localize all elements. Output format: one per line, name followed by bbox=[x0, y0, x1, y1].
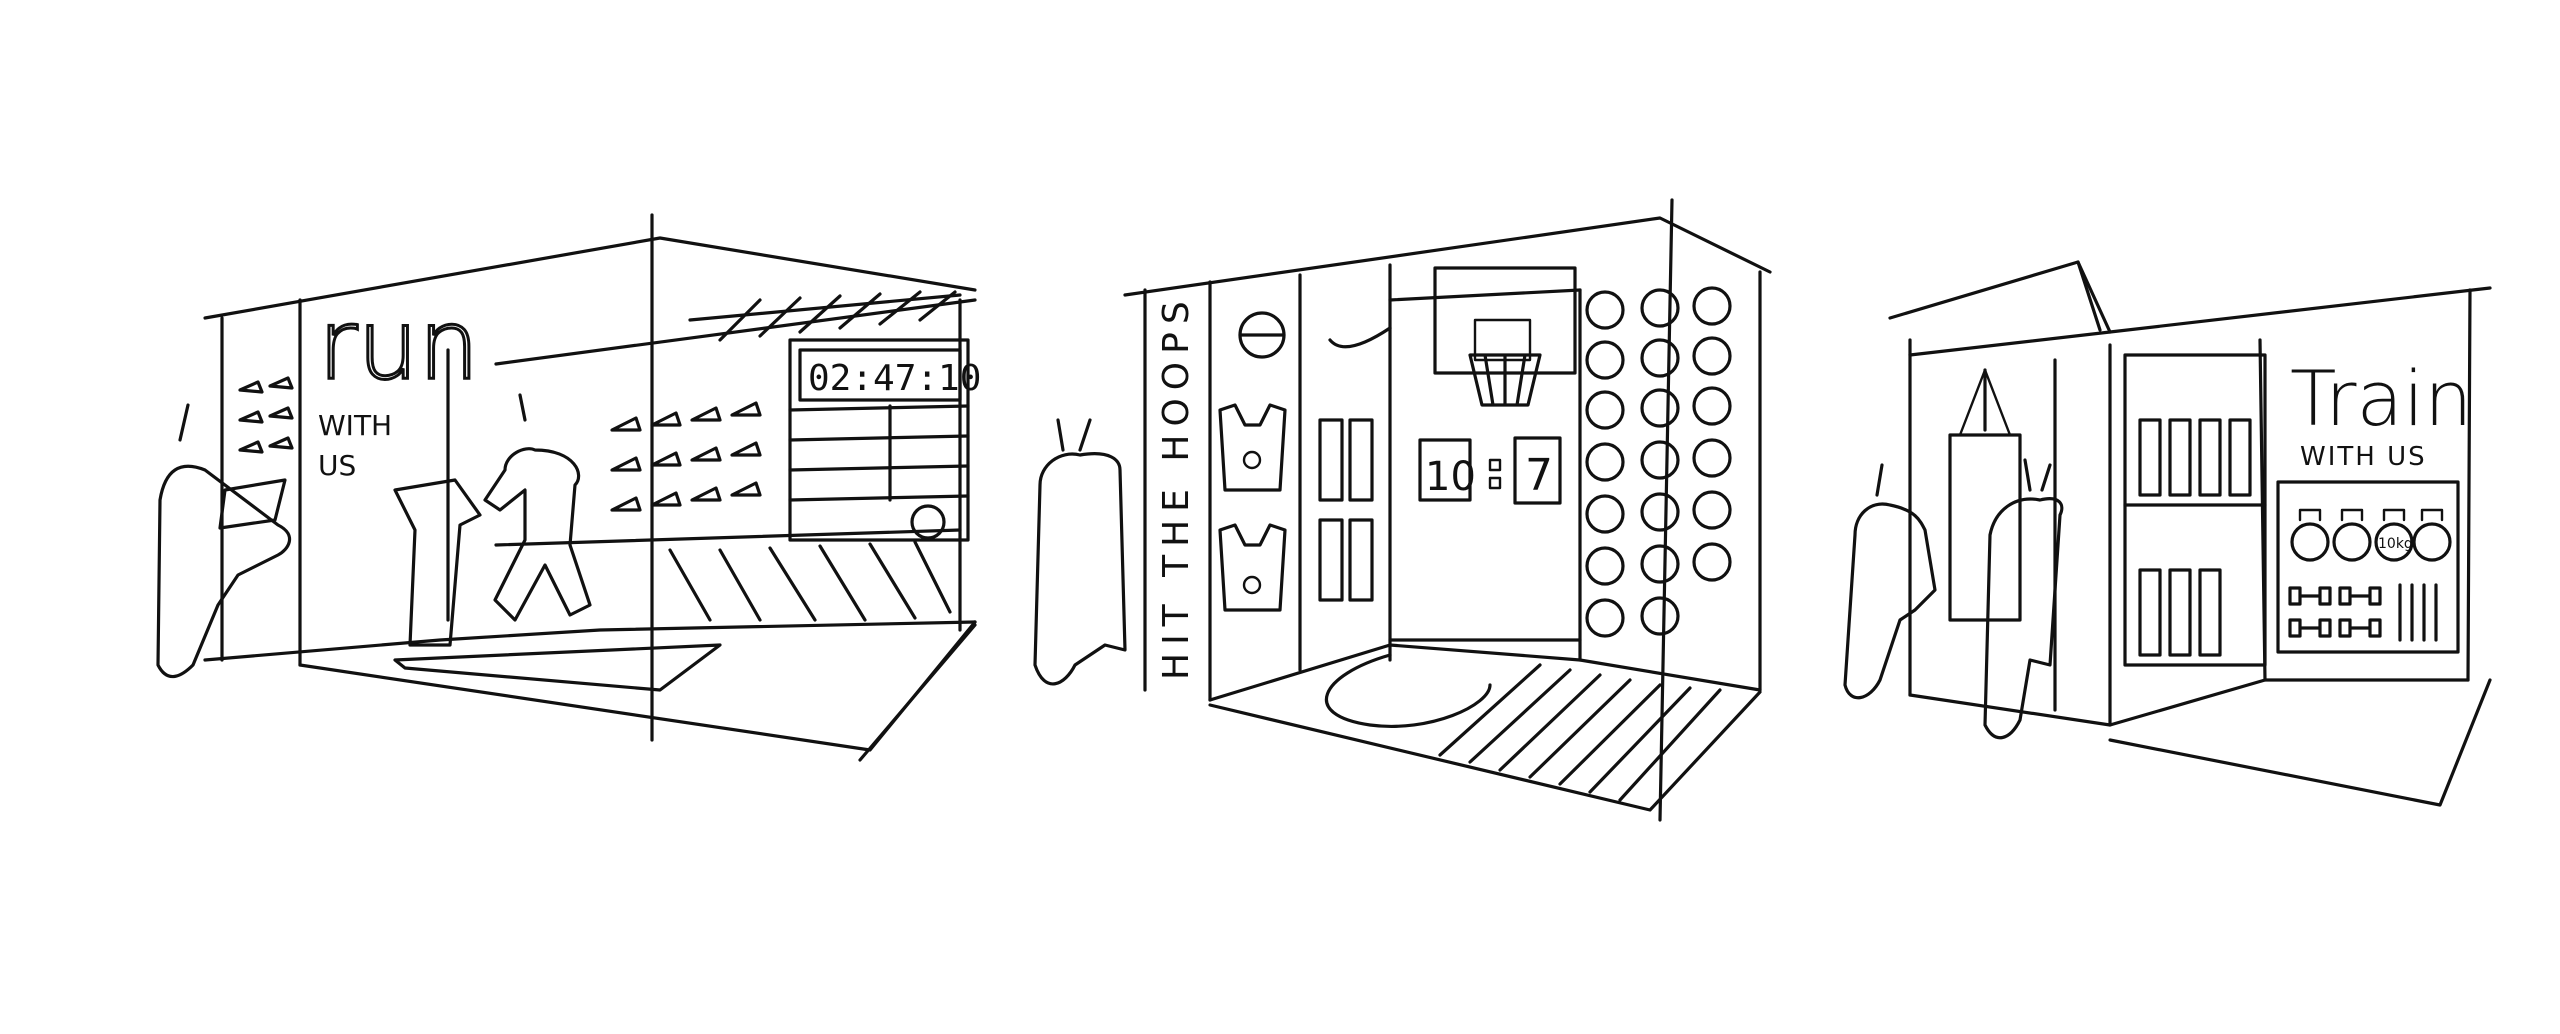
bb-ceiling bbox=[1123, 216, 1772, 297]
bb-person bbox=[1033, 418, 1127, 686]
run-logo: run bbox=[318, 289, 479, 401]
bb-jersey-2 bbox=[1218, 523, 1287, 612]
train-tagline: WITH US bbox=[2300, 442, 2427, 472]
bb-swoosh-icon bbox=[1328, 326, 1392, 349]
run-floor-front-2 bbox=[858, 623, 977, 762]
train-weight-label: 10kg bbox=[2378, 536, 2413, 552]
run-shelf-3 bbox=[788, 464, 970, 472]
booth-train: Train WITH US 10kg bbox=[1843, 260, 2492, 807]
bb-score-dot-1 bbox=[1488, 458, 1502, 472]
run-tagline-1: WITH bbox=[318, 409, 392, 442]
run-floor-front bbox=[298, 620, 977, 752]
run-tablet bbox=[218, 478, 287, 530]
bb-floor-hatching bbox=[1438, 663, 1722, 802]
train-ceiling bbox=[2108, 286, 2492, 334]
train-bag-straps bbox=[1958, 368, 2012, 437]
run-shoe-display-left bbox=[238, 376, 294, 454]
bb-vertical-slogan: HIT THE HOOPS bbox=[1156, 293, 1197, 680]
bb-court-arc bbox=[1324, 653, 1492, 728]
run-back-wall-top bbox=[494, 298, 977, 366]
bb-back-top bbox=[1388, 288, 1582, 302]
bb-hanging-shorts bbox=[1318, 418, 1374, 602]
train-equipment-board bbox=[2276, 480, 2460, 654]
bb-jersey-1 bbox=[1218, 403, 1287, 492]
run-canopy-hatching bbox=[718, 290, 957, 342]
bb-jersey-2-badge bbox=[1242, 575, 1262, 595]
run-clock-frame bbox=[798, 348, 962, 402]
run-shelf-4 bbox=[788, 494, 970, 502]
bb-score-right: 7 bbox=[1525, 450, 1553, 501]
run-ball bbox=[910, 504, 946, 540]
train-punching-bag bbox=[1948, 433, 2022, 622]
bb-jersey-1-badge bbox=[1242, 450, 1262, 470]
bb-ball-wall bbox=[1585, 286, 1732, 638]
train-dumbbells bbox=[2288, 583, 2438, 642]
train-person-left bbox=[1843, 463, 1937, 700]
bb-backboard-target bbox=[1473, 318, 1532, 362]
bb-score-dot-2 bbox=[1488, 476, 1502, 490]
run-mat bbox=[393, 643, 722, 692]
train-right-post bbox=[2466, 288, 2472, 682]
train-roof-frame bbox=[1888, 260, 2112, 357]
booth-run: run WITH US 02:47:10 bbox=[156, 213, 981, 762]
bb-hoop-net bbox=[1468, 353, 1542, 407]
run-back-wall-mid bbox=[494, 528, 962, 547]
run-person-left bbox=[156, 403, 292, 679]
bb-score-left: 10 bbox=[1425, 454, 1476, 500]
run-tagline-2: US bbox=[318, 449, 356, 482]
train-person-right bbox=[1983, 458, 2064, 740]
bb-score-right-box bbox=[1513, 436, 1562, 505]
bb-floor-back bbox=[1208, 643, 1762, 702]
train-title: Train bbox=[2290, 354, 2472, 443]
booth-basketball: HIT THE HOOPS 10 7 bbox=[1033, 198, 1772, 822]
run-ceiling-line bbox=[203, 236, 977, 320]
train-kettlebells bbox=[2290, 508, 2452, 562]
run-shelf-2 bbox=[788, 434, 970, 442]
run-person-right bbox=[483, 393, 592, 622]
train-frame-inner bbox=[2123, 353, 2267, 667]
train-floor bbox=[1908, 678, 2470, 727]
run-floor-hatching bbox=[668, 540, 952, 622]
bb-floor-front bbox=[1208, 690, 1762, 812]
train-roof-peak bbox=[2076, 260, 2102, 332]
run-kiosk bbox=[393, 478, 482, 647]
train-floor-front bbox=[2108, 678, 2492, 807]
run-clock-readout: 02:47:10 bbox=[808, 358, 981, 399]
bb-score-left-box bbox=[1418, 438, 1472, 502]
run-shelf-1 bbox=[788, 404, 970, 412]
train-hanging-clothes bbox=[2138, 418, 2252, 657]
run-floor-edge bbox=[203, 620, 977, 662]
run-shoe-display-back bbox=[610, 401, 762, 512]
